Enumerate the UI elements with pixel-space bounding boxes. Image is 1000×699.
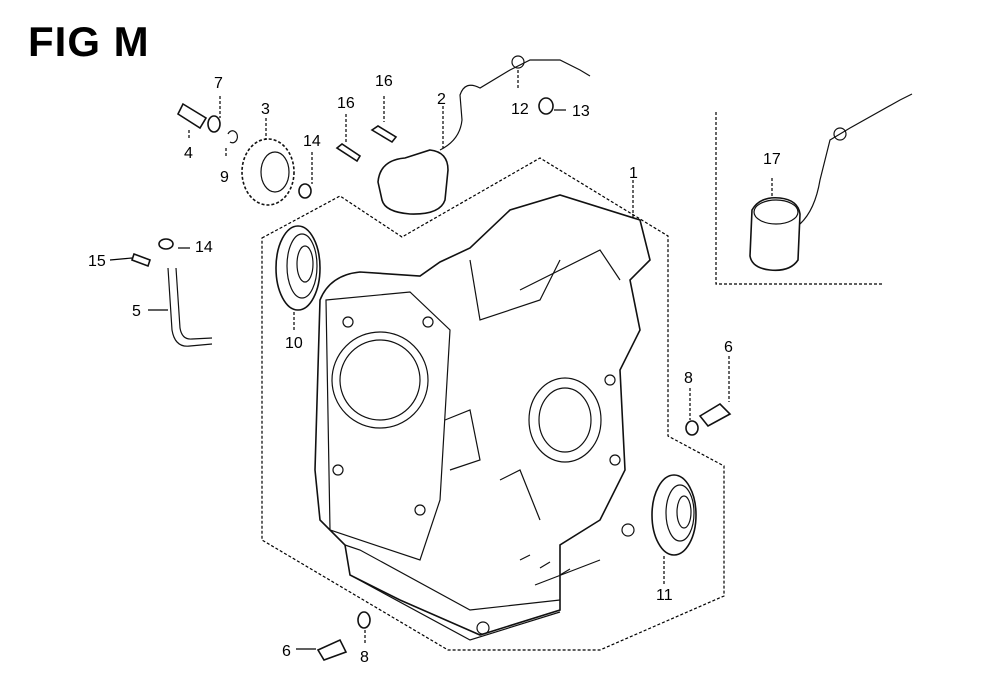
callout-16b: 16	[375, 73, 393, 90]
callout-17: 17	[763, 151, 781, 168]
governor-pin-part	[176, 102, 239, 144]
callout-5: 5	[132, 303, 141, 320]
callout-6b: 6	[282, 643, 291, 660]
bolt-16a-part	[335, 143, 362, 163]
callout-10: 10	[285, 335, 303, 352]
callout-2: 2	[437, 91, 446, 108]
washer-14b-part	[158, 238, 174, 250]
washer-8a-part	[685, 420, 699, 436]
nut-13-part	[538, 97, 554, 115]
inset-frame	[715, 112, 884, 285]
leader-lines	[109, 68, 773, 650]
governor-gear-part	[241, 138, 295, 206]
callout-16a: 16	[337, 95, 355, 112]
clip-15-part	[130, 252, 152, 268]
callout-4: 4	[184, 145, 193, 162]
callout-8b: 8	[360, 649, 369, 666]
bolt-6a-part	[698, 402, 732, 428]
callout-14a: 14	[303, 133, 321, 150]
washer-14a-part	[298, 183, 312, 199]
callout-11: 11	[656, 587, 673, 604]
callout-13: 13	[572, 103, 590, 120]
callout-1: 1	[629, 165, 638, 182]
washer-8b-part	[357, 611, 371, 629]
bearing-part	[275, 225, 321, 311]
bolt-16b-part	[370, 125, 398, 144]
breather-tube-part-outer	[175, 267, 213, 340]
callout-3: 3	[261, 101, 270, 118]
callout-14b: 14	[195, 239, 213, 256]
oil-alert-switch-part	[377, 55, 591, 215]
callout-12: 12	[511, 101, 529, 118]
callout-8a: 8	[684, 370, 693, 387]
crankcase-part	[314, 194, 651, 641]
callout-7: 7	[214, 75, 223, 92]
figure-title: FIG M	[28, 18, 150, 65]
assembly-outline	[261, 157, 725, 651]
callout-15: 15	[88, 253, 106, 270]
oil-level-switch-part	[749, 93, 913, 272]
callout-6a: 6	[724, 339, 733, 356]
callout-9: 9	[220, 169, 229, 186]
breather-tube-part	[167, 267, 213, 347]
oil-seal-part	[651, 474, 697, 556]
bolt-6b-part	[316, 638, 348, 661]
